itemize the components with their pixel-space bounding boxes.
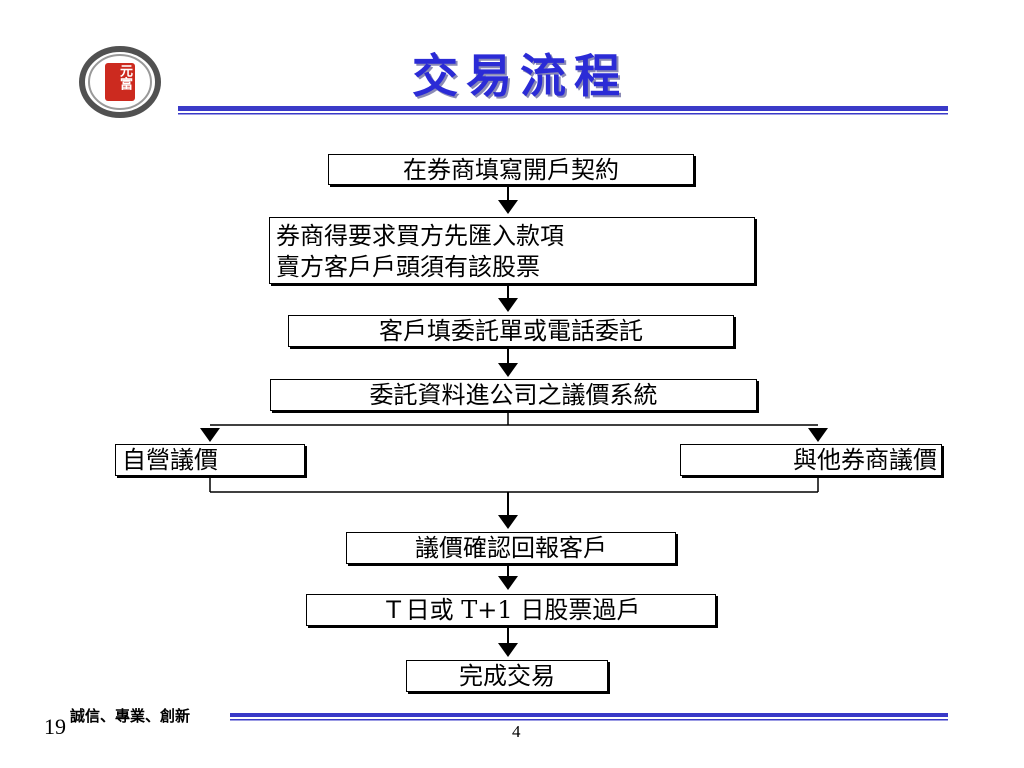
page-title: 交易流程	[412, 49, 628, 103]
arrow-3-4	[498, 346, 518, 377]
header-rule	[178, 106, 948, 115]
branch-broker-negotiation: 與他券商議價	[680, 444, 942, 476]
step-complete-trade: 完成交易	[406, 660, 608, 692]
footer-slogan: 誠信、專業、創新	[70, 707, 191, 725]
page-number: 4	[512, 722, 521, 741]
step-funding-requirement: 券商得要求買方先匯入款項 賣方客戶戶頭須有該股票	[269, 217, 755, 284]
branch-merge	[209, 475, 819, 529]
step-place-order: 客戶填委託單或電話委託	[288, 315, 734, 347]
step-open-account: 在券商填寫開戶契約	[328, 154, 694, 185]
logo-text: 元富	[117, 64, 132, 90]
arrow-5-6	[498, 563, 518, 590]
step-funding-line-2: 賣方客戶戶頭須有該股票	[276, 253, 540, 281]
arrow-1-2	[498, 184, 518, 214]
step-confirm-report: 議價確認回報客戶	[346, 532, 676, 564]
step-funding-line-1: 券商得要求買方先匯入款項	[276, 222, 564, 250]
step-stock-transfer: Ｔ日或 T+1 日股票過戶	[306, 594, 716, 626]
branch-split	[200, 410, 828, 442]
arrow-2-3	[498, 285, 518, 312]
company-logo: 元富	[78, 46, 162, 118]
footer-rule	[230, 713, 948, 721]
branch-proprietary-negotiation: 自營議價	[115, 444, 305, 476]
logo-seal-icon	[79, 46, 161, 118]
step-order-to-system: 委託資料進公司之議價系統	[270, 379, 757, 411]
slide-number: 19	[44, 714, 66, 739]
arrow-6-7	[498, 625, 518, 657]
